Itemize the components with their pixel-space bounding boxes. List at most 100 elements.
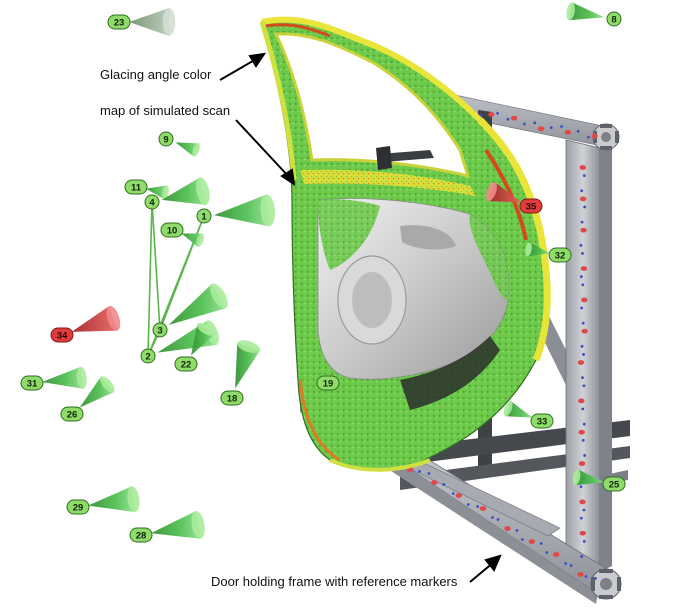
marker-badge xyxy=(144,194,160,210)
reference-marker-blue xyxy=(583,454,587,457)
cone-aperture xyxy=(260,194,276,227)
frame-post-face xyxy=(600,146,612,572)
caption-frame: Door holding frame with reference marker… xyxy=(211,574,458,589)
reference-marker-blue xyxy=(496,518,500,521)
reference-marker-blue xyxy=(515,529,519,532)
marker-label: 2 xyxy=(145,351,150,362)
reference-marker-red xyxy=(488,112,495,117)
marker-badge xyxy=(548,247,572,263)
reference-marker-blue xyxy=(418,470,421,473)
reference-marker-blue xyxy=(476,505,480,508)
reference-marker-red xyxy=(579,499,586,505)
scanner-cone-8 xyxy=(566,2,605,21)
beam-end-cap xyxy=(592,123,620,151)
cone-aperture xyxy=(162,8,176,36)
cone-aperture xyxy=(162,185,169,200)
cone-body xyxy=(41,366,83,389)
cone-aperture xyxy=(192,143,200,157)
marker-badge xyxy=(530,413,554,429)
reference-marker-blue xyxy=(581,283,585,287)
scanner-cone-29 xyxy=(87,486,140,513)
marker-label: 19 xyxy=(323,378,334,389)
scanner-marker-3: 3 xyxy=(152,322,168,338)
marker-label: 1 xyxy=(201,211,207,222)
reference-marker-red xyxy=(579,196,587,202)
reference-marker-red xyxy=(552,552,560,557)
marker-badge xyxy=(124,179,148,195)
door-mount-bracket xyxy=(380,150,434,162)
reference-marker-blue xyxy=(580,306,584,310)
reference-marker-blue xyxy=(569,564,573,567)
reference-marker-blue xyxy=(581,252,584,255)
cone-body xyxy=(161,177,206,205)
car-door xyxy=(259,16,551,472)
reference-marker-red xyxy=(591,133,598,139)
marker-label: 4 xyxy=(149,197,155,208)
reference-marker-blue xyxy=(533,121,537,125)
scanner-cone-10 xyxy=(181,233,204,247)
reference-marker-red xyxy=(578,398,585,404)
reference-marker-blue xyxy=(442,483,446,486)
cone-aperture xyxy=(99,376,115,393)
reference-marker-blue xyxy=(451,492,455,495)
scanner-cone-35 xyxy=(486,182,522,203)
reference-marker-blue xyxy=(594,577,597,580)
scanner-cone-18 xyxy=(235,340,261,389)
scanner-cone-26 xyxy=(79,376,115,408)
cone-aperture xyxy=(503,401,513,417)
arrow-glancing-map xyxy=(235,119,291,179)
marker-label: 8 xyxy=(611,14,616,25)
reference-marker-blue xyxy=(584,575,588,578)
cone-body xyxy=(527,242,551,257)
marker-label: 9 xyxy=(163,134,168,145)
link-4-2 xyxy=(147,201,153,357)
marker-badge xyxy=(158,131,174,147)
door-belt-line xyxy=(300,169,476,196)
door-mount-bracket xyxy=(376,146,392,170)
reference-marker-blue xyxy=(564,562,568,565)
door-edge-highlight xyxy=(477,117,551,362)
reference-marker-red xyxy=(431,480,438,485)
reference-marker-red xyxy=(479,506,487,511)
reference-marker-blue xyxy=(539,542,543,545)
reference-marker-blue xyxy=(587,135,590,139)
reference-marker-blue xyxy=(579,243,583,247)
window-frame-edge xyxy=(259,21,297,181)
reference-marker-red xyxy=(581,297,588,303)
marker-badge xyxy=(606,11,622,27)
reference-marker-blue xyxy=(581,407,585,411)
cone-aperture xyxy=(196,177,210,205)
scanner-marker-2: 2 xyxy=(140,348,156,364)
scanner-cone-1 xyxy=(213,194,276,227)
reference-marker-red xyxy=(578,461,586,466)
reference-marker-red xyxy=(580,266,588,271)
reference-marker-red xyxy=(578,429,585,435)
reference-marker-blue xyxy=(549,126,553,130)
reference-marker-blue xyxy=(581,438,585,442)
cone-aperture xyxy=(237,340,261,353)
marker-label: 33 xyxy=(537,416,548,427)
marker-badge xyxy=(519,198,543,214)
reference-marker-red xyxy=(580,227,587,233)
reference-marker-blue xyxy=(506,117,510,121)
reference-marker-blue xyxy=(520,538,524,541)
cone-aperture xyxy=(197,323,215,336)
cone-body xyxy=(235,342,261,389)
scanner-marker-32: 32 xyxy=(548,247,572,263)
arrowhead xyxy=(280,168,296,187)
reference-marker-red xyxy=(564,130,572,135)
marker-badge xyxy=(160,222,184,238)
reference-marker-blue xyxy=(580,220,584,224)
cone-aperture xyxy=(566,2,575,21)
scanner-marker-4: 4 xyxy=(144,194,160,210)
reference-marker-red xyxy=(537,126,545,132)
scanner-marker-28: 28 xyxy=(129,527,153,543)
cone-aperture xyxy=(196,233,204,247)
scanner-marker-18: 18 xyxy=(220,390,244,406)
marker-badge xyxy=(220,390,244,406)
marker-badge xyxy=(20,375,44,391)
door-speaker-recess xyxy=(352,272,392,328)
scanner-marker-19: 19 xyxy=(316,375,340,391)
reference-marker-blue xyxy=(582,384,586,388)
reference-marker-red xyxy=(577,572,584,577)
